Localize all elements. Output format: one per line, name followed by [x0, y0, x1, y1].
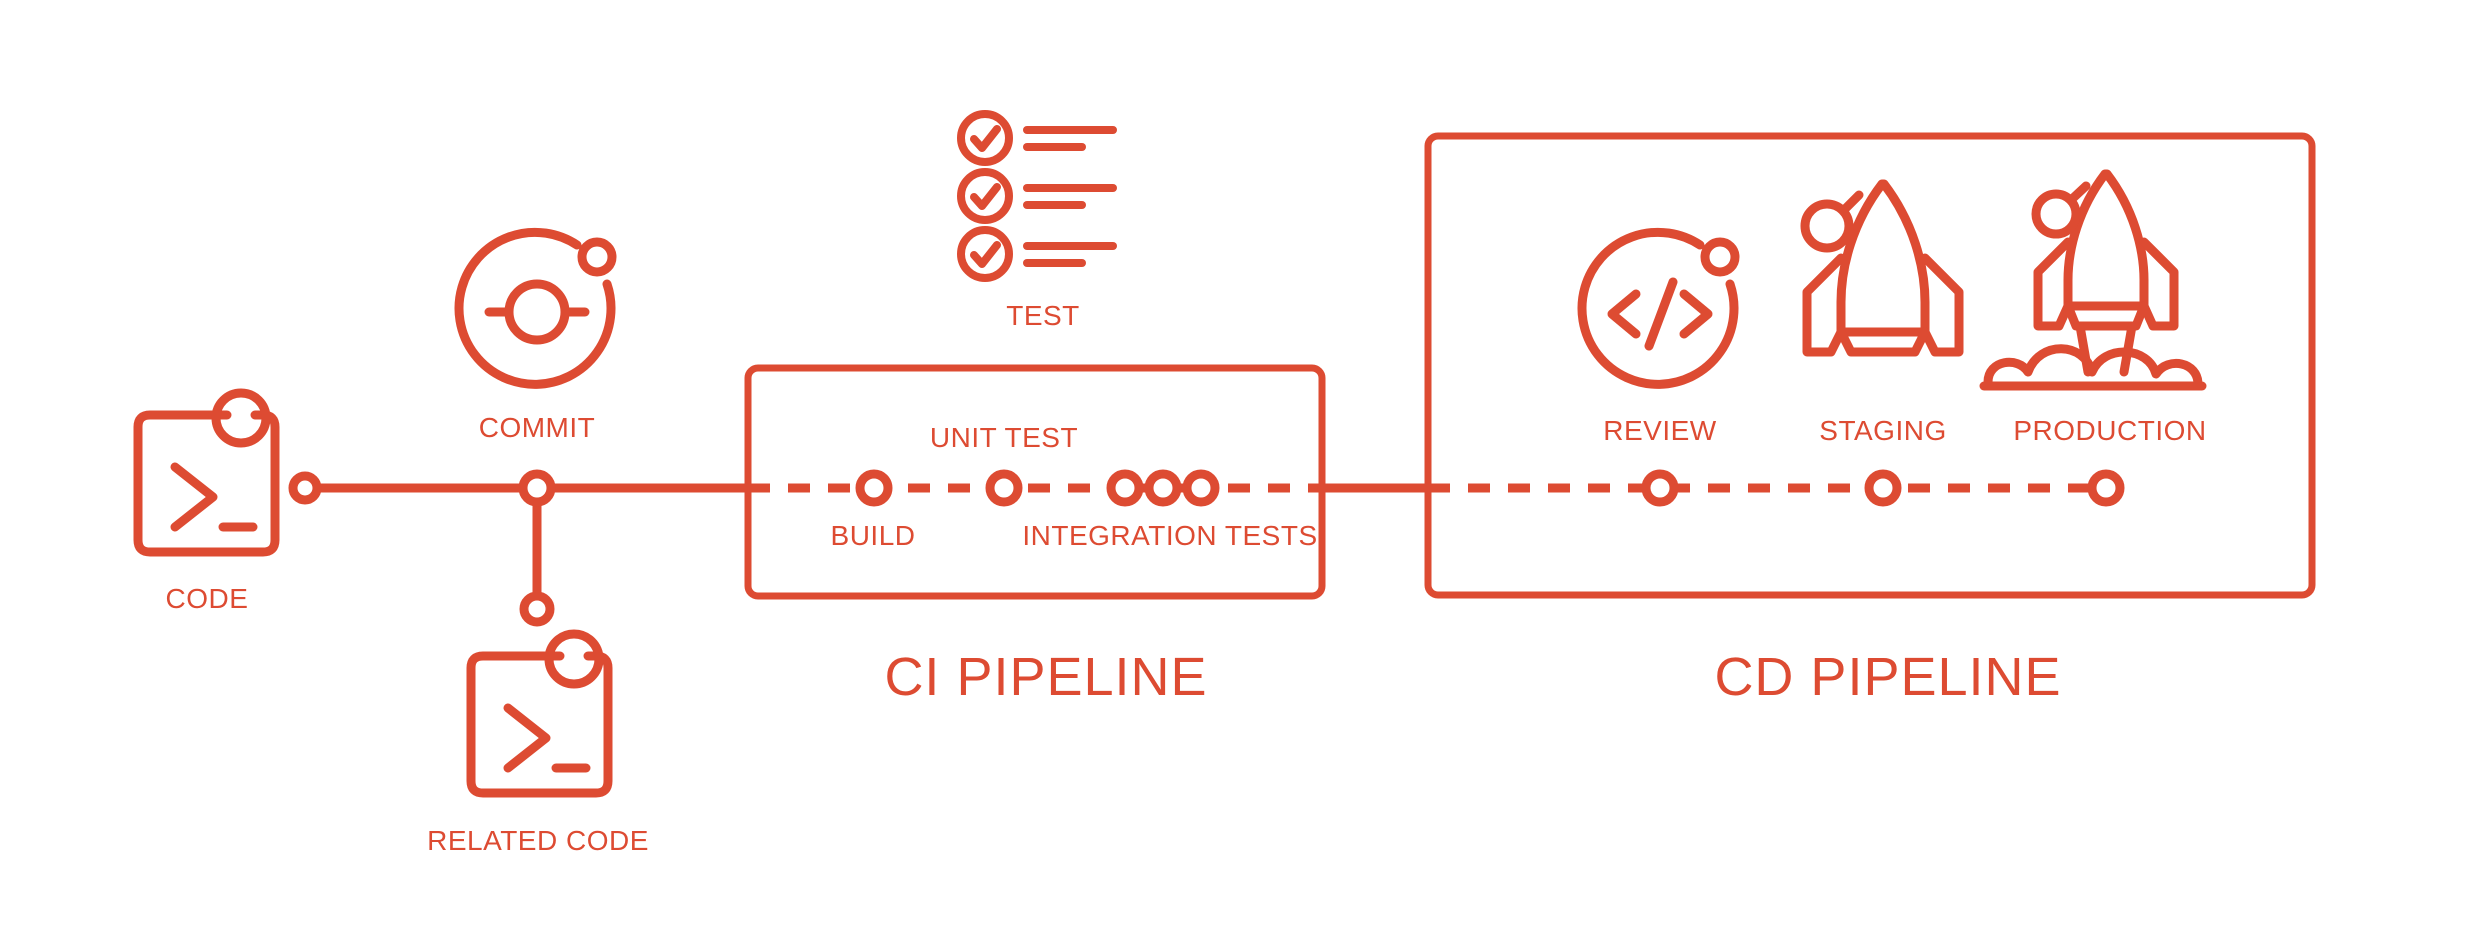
- node-integration-test-2[interactable]: [1144, 469, 1182, 507]
- terminal-code-icon: [133, 388, 280, 557]
- integration-tests-label: INTEGRATION TESTS: [1022, 520, 1317, 551]
- node-integration-test-1[interactable]: [1106, 469, 1144, 507]
- staging-label: STAGING: [1819, 415, 1946, 446]
- node-integration-test-3[interactable]: [1182, 469, 1220, 507]
- checklist-icon: [957, 110, 1117, 282]
- production-label: PRODUCTION: [2013, 415, 2206, 446]
- ci-pipeline-box: [744, 364, 1326, 600]
- code-label: CODE: [166, 583, 249, 614]
- node-review[interactable]: [1641, 469, 1679, 507]
- node-unit-test[interactable]: [985, 469, 1023, 507]
- commit-label: COMMIT: [479, 412, 596, 443]
- unit-test-label: UNIT TEST: [930, 422, 1078, 453]
- node-build[interactable]: [855, 469, 893, 507]
- node-commit[interactable]: [518, 469, 556, 507]
- commit-orbit-icon: [454, 227, 617, 389]
- node-code[interactable]: [288, 471, 322, 505]
- build-label: BUILD: [831, 520, 916, 551]
- node-related-code[interactable]: [519, 591, 555, 627]
- node-staging[interactable]: [1864, 469, 1902, 507]
- related-code-label: RELATED CODE: [427, 825, 649, 856]
- ci-pipeline-title: CI PIPELINE: [884, 647, 1207, 707]
- rocket-launch-icon: [1979, 169, 2207, 391]
- test-label: TEST: [1006, 300, 1080, 331]
- code-review-icon: [1577, 227, 1740, 389]
- cd-pipeline-title: CD PIPELINE: [1714, 647, 2061, 707]
- rocket-icon: [1800, 179, 1964, 357]
- cd-pipeline-box: [1424, 132, 2316, 599]
- related-code-terminal-icon: [466, 629, 613, 798]
- review-label: REVIEW: [1603, 415, 1717, 446]
- node-production[interactable]: [2087, 469, 2125, 507]
